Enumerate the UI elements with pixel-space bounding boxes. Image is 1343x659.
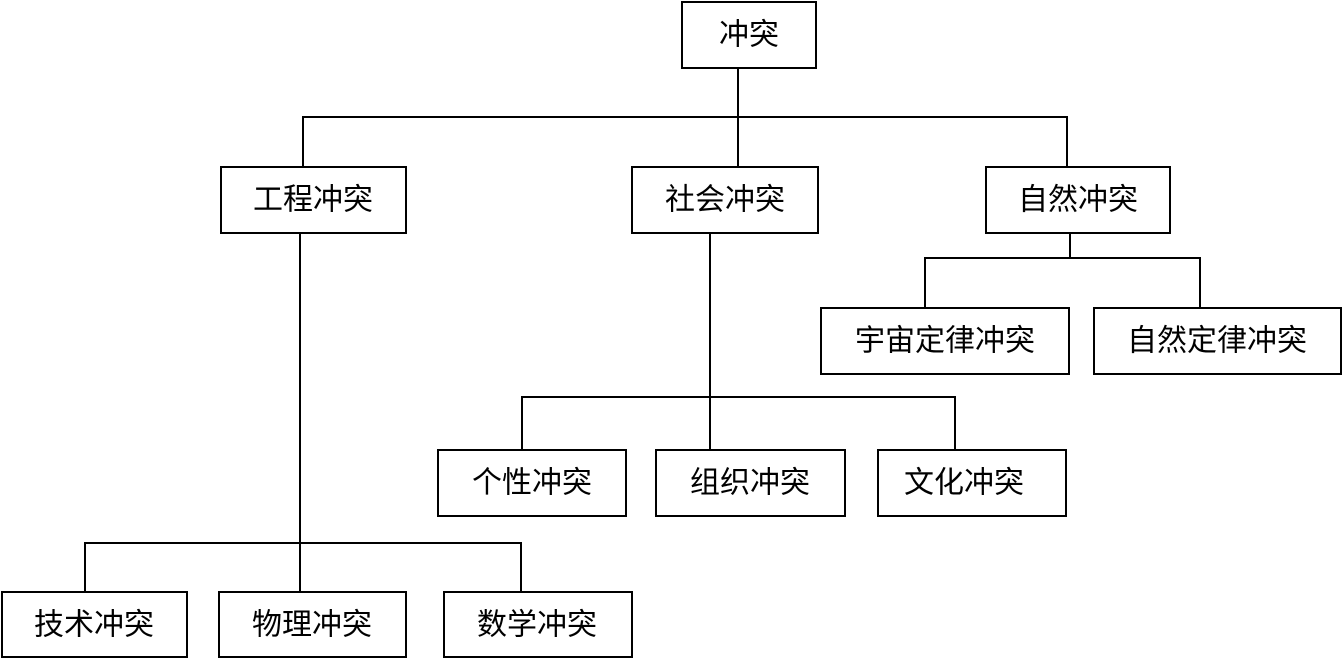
- node-root: 冲突: [681, 1, 817, 69]
- node-physical-conflict: 物理冲突: [218, 591, 407, 658]
- node-mathematical-conflict: 数学冲突: [443, 591, 633, 658]
- node-personality-conflict-label: 个性冲突: [472, 466, 592, 501]
- node-culture-conflict: 文化冲突: [877, 449, 1067, 517]
- node-natural-law-conflict-label: 自然定律冲突: [1127, 324, 1307, 359]
- node-mathematical-conflict-label: 数学冲突: [477, 608, 597, 643]
- node-engineering-conflict: 工程冲突: [220, 166, 407, 234]
- node-culture-conflict-label: 文化冲突: [904, 466, 1024, 501]
- node-cosmic-law-conflict-label: 宇宙定律冲突: [855, 324, 1035, 359]
- node-organization-conflict: 组织冲突: [655, 449, 846, 517]
- node-personality-conflict: 个性冲突: [437, 449, 627, 517]
- node-natural-conflict-label: 自然冲突: [1018, 183, 1138, 218]
- node-engineering-conflict-label: 工程冲突: [253, 183, 373, 218]
- node-organization-conflict-label: 组织冲突: [690, 466, 810, 501]
- node-natural-law-conflict: 自然定律冲突: [1093, 307, 1342, 375]
- node-technical-conflict-label: 技术冲突: [34, 608, 154, 643]
- node-physical-conflict-label: 物理冲突: [252, 608, 372, 643]
- node-social-conflict-label: 社会冲突: [665, 183, 785, 218]
- node-root-label: 冲突: [719, 18, 779, 53]
- node-social-conflict: 社会冲突: [631, 166, 819, 234]
- node-technical-conflict: 技术冲突: [1, 591, 188, 658]
- node-cosmic-law-conflict: 宇宙定律冲突: [820, 307, 1070, 375]
- node-natural-conflict: 自然冲突: [985, 166, 1171, 234]
- tree-connectors: [84, 67, 1201, 592]
